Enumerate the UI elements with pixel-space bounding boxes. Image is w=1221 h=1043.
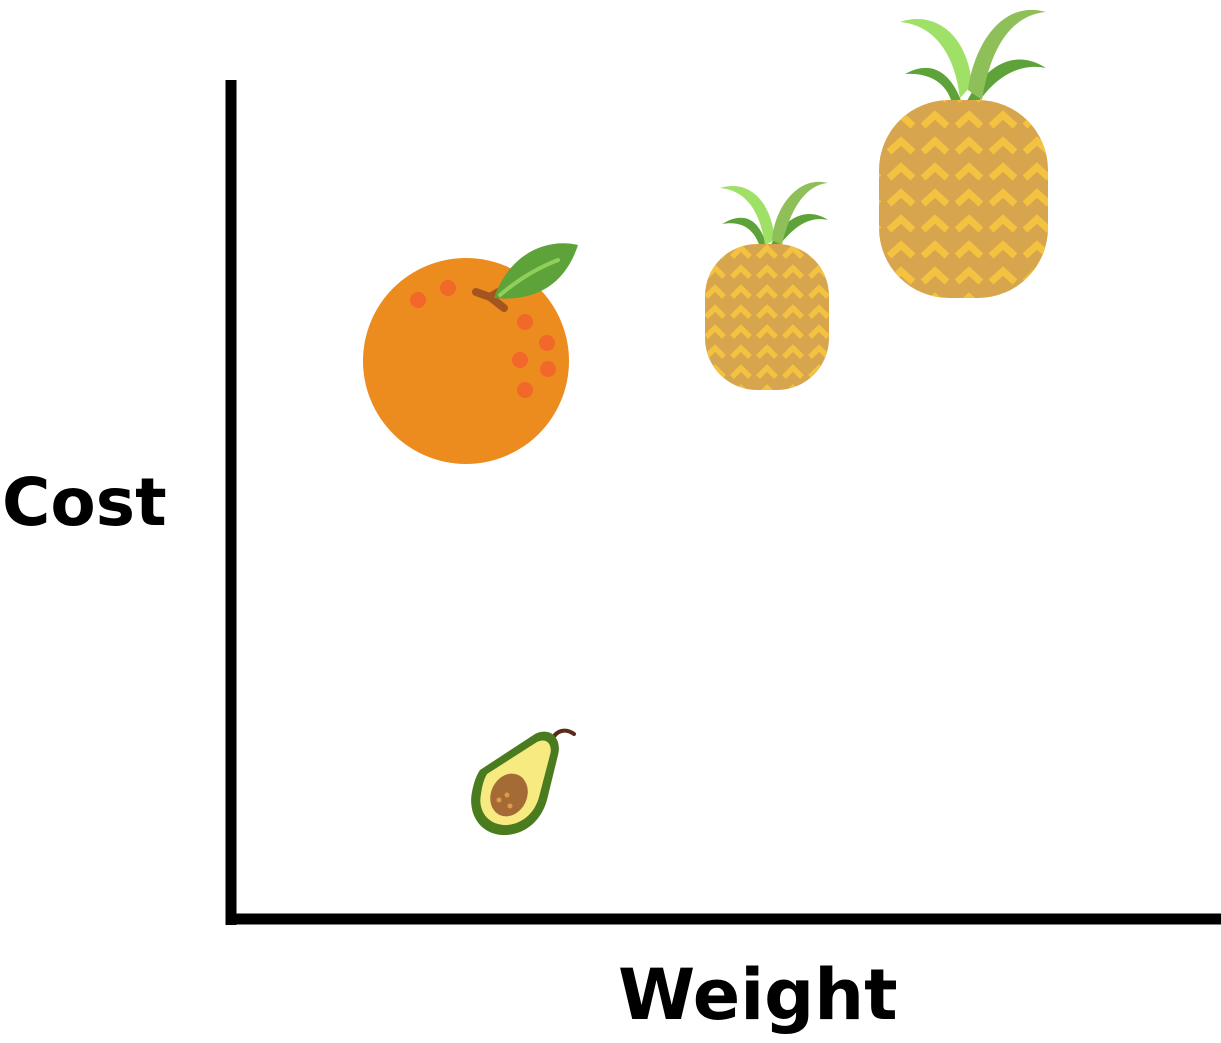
x-axis-label: Weight bbox=[618, 954, 898, 1036]
pineapple-icon bbox=[705, 181, 829, 390]
pineapple-icon bbox=[879, 9, 1048, 298]
avocado-icon bbox=[471, 728, 576, 836]
axes bbox=[225, 80, 1221, 925]
orange-icon bbox=[363, 243, 578, 464]
y-axis-label: Cost bbox=[2, 464, 167, 541]
